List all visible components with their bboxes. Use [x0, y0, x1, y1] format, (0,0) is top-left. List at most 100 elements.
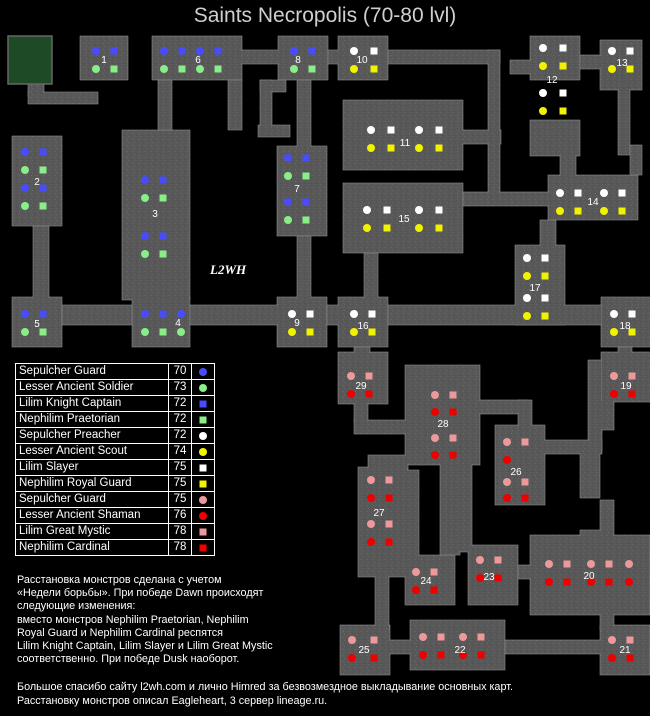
- pink-square-marker: [370, 636, 378, 644]
- green-square-marker: [39, 166, 47, 174]
- red-square-marker: [494, 574, 502, 582]
- floor-fill: [531, 121, 579, 155]
- pink-circle-marker: [431, 391, 439, 399]
- room-number-14: 14: [587, 197, 599, 208]
- green-circle-marker: [177, 328, 185, 336]
- white-square-marker: [387, 126, 395, 134]
- floor-fill: [329, 51, 339, 63]
- red-circle-marker: [503, 494, 511, 502]
- legend-monster-name: Lilim Slayer: [15, 459, 169, 476]
- white-circle-marker: [523, 294, 531, 302]
- yellow-circle-marker: [415, 144, 423, 152]
- floor-fill: [541, 221, 555, 249]
- room-number-2: 2: [34, 177, 40, 188]
- pink-square-marker: [494, 556, 502, 564]
- legend-marker-cell: [191, 411, 215, 428]
- pink-square-marker: [385, 520, 393, 528]
- floor-fill: [601, 626, 649, 674]
- pink-circle-marker: [412, 568, 420, 576]
- room-number-26: 26: [510, 467, 522, 478]
- spawn-notes: Расстановка монстров сделана с учетом «Н…: [17, 574, 307, 666]
- pink-square-marker: [477, 633, 485, 641]
- floor-fill: [601, 401, 613, 429]
- room-number-27: 27: [373, 508, 385, 519]
- legend-marker-cell: [191, 443, 215, 460]
- yellow-circle-marker: [556, 207, 564, 215]
- blue-circle-marker: [177, 310, 185, 318]
- legend-marker-cell: [191, 459, 215, 476]
- blue-square-marker: [39, 184, 47, 192]
- yellow-square-marker: [383, 224, 391, 232]
- legend-monster-level: 72: [168, 395, 192, 412]
- green-circle-marker: [21, 166, 29, 174]
- white-circle-marker: [288, 310, 296, 318]
- white-square-marker: [383, 206, 391, 214]
- green-square-marker: [302, 172, 310, 180]
- room-number-13: 13: [616, 58, 628, 69]
- room-number-22: 22: [454, 645, 466, 656]
- legend-pink-circle-icon: [199, 495, 207, 504]
- white-square-marker: [559, 89, 567, 97]
- legend-marker-cell: [191, 539, 215, 556]
- floor-fill: [81, 37, 127, 79]
- red-circle-marker: [459, 651, 467, 659]
- floor-fill: [581, 531, 603, 543]
- blue-circle-marker: [141, 310, 149, 318]
- floor-fill: [602, 353, 650, 401]
- pink-circle-marker: [367, 476, 375, 484]
- floor-fill: [589, 361, 601, 449]
- floor-fill: [489, 51, 499, 199]
- green-square-marker: [159, 250, 167, 258]
- legend-monster-name: Lesser Ancient Shaman: [15, 507, 169, 524]
- legend-marker-cell: [191, 427, 215, 444]
- yellow-circle-marker: [350, 65, 358, 73]
- pink-circle-marker: [419, 633, 427, 641]
- pink-circle-marker: [431, 434, 439, 442]
- legend-yellow-circle-icon: [199, 447, 207, 456]
- monster-markers: [21, 44, 636, 662]
- floor-fill: [153, 37, 241, 79]
- note-line: «Недели борьбы». При победе Dawn происхо…: [17, 587, 264, 600]
- floor-fill: [496, 426, 544, 504]
- floor-fill: [34, 227, 48, 300]
- red-circle-marker: [545, 578, 553, 586]
- legend-monster-level: 72: [168, 427, 192, 444]
- room-number-17: 17: [529, 283, 541, 294]
- floor-fill: [561, 151, 575, 179]
- yellow-circle-marker: [523, 312, 531, 320]
- yellow-circle-marker: [363, 224, 371, 232]
- green-square-marker: [308, 65, 316, 73]
- white-circle-marker: [523, 254, 531, 262]
- room-number-5: 5: [34, 319, 40, 330]
- floor-fill: [278, 298, 326, 346]
- teleport-tile-square: [7, 35, 53, 85]
- floor-fill: [365, 254, 377, 302]
- white-circle-marker: [610, 310, 618, 318]
- floor-fill: [298, 81, 310, 149]
- white-circle-marker: [363, 206, 371, 214]
- floor-fill: [159, 81, 171, 129]
- blue-square-marker: [178, 47, 186, 55]
- red-circle-marker: [587, 578, 595, 586]
- note-line: Расстановка монстров сделана с учетом: [17, 574, 222, 586]
- green-circle-marker: [92, 65, 100, 73]
- green-square-marker: [178, 65, 186, 73]
- pink-circle-marker: [610, 372, 618, 380]
- blue-square-marker: [39, 148, 47, 156]
- floor-fill: [601, 581, 613, 629]
- blue-circle-marker: [21, 184, 29, 192]
- floor-fill: [341, 626, 389, 674]
- floor-fill: [369, 456, 407, 468]
- white-square-marker: [618, 189, 626, 197]
- floor-fill: [454, 131, 500, 143]
- legend-monster-level: 73: [168, 379, 192, 396]
- pink-circle-marker: [503, 438, 511, 446]
- floor-fill: [229, 81, 241, 129]
- pink-circle-marker: [476, 556, 484, 564]
- blue-square-marker: [214, 47, 222, 55]
